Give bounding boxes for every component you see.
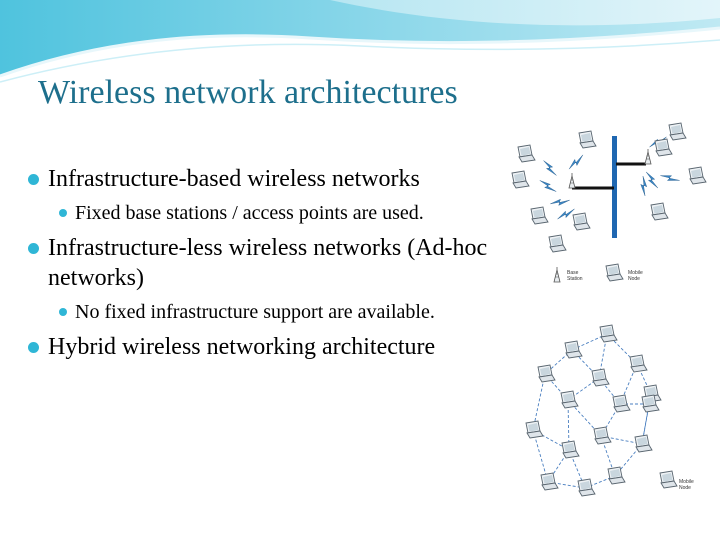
lightning-icon bbox=[660, 172, 680, 184]
adhoc-link bbox=[532, 429, 549, 483]
laptop-icon bbox=[530, 206, 549, 225]
adhoc-legend-mobile-node-line2: Node bbox=[679, 485, 691, 491]
sub-bullet-item: Fixed base stations / access points are … bbox=[55, 200, 496, 226]
bullet-dot-icon bbox=[28, 342, 39, 353]
laptop-icon bbox=[688, 166, 707, 185]
bullet-item: Infrastructure-based wireless networks bbox=[26, 164, 496, 194]
base-station-icon bbox=[568, 172, 576, 189]
lightning-icon bbox=[550, 193, 570, 211]
lightning-icon bbox=[568, 151, 584, 173]
laptop-icon bbox=[654, 138, 673, 157]
bullet-item: Hybrid wireless networking architecture bbox=[26, 332, 496, 362]
sub-bullet-item: No fixed infrastructure support are avai… bbox=[55, 299, 496, 325]
laptop-icon bbox=[607, 466, 626, 485]
sub-bullet-text: Fixed base stations / access points are … bbox=[75, 202, 424, 224]
laptop-icon bbox=[612, 394, 631, 413]
bullet-item: Infrastructure-less wireless networks (A… bbox=[26, 233, 496, 293]
laptop-icon bbox=[540, 472, 559, 491]
laptop-icon bbox=[564, 340, 583, 359]
laptop-icon bbox=[572, 212, 591, 231]
laptop-icon bbox=[605, 263, 624, 282]
base-station-icon bbox=[644, 148, 652, 165]
laptop-icon bbox=[659, 470, 678, 489]
legend-mobile-node-line1: Mobile bbox=[628, 270, 643, 276]
infrastructure-network-diagram: Base Station Mobile Node bbox=[511, 122, 707, 283]
lightning-icon bbox=[557, 204, 575, 224]
bullet-dot-icon bbox=[28, 243, 39, 254]
lightning-icon bbox=[538, 180, 558, 192]
backbone-wire bbox=[612, 136, 617, 238]
bullet-text: Infrastructure-less wireless networks (A… bbox=[48, 235, 488, 291]
laptop-icon bbox=[634, 434, 653, 453]
adhoc-legend-mobile-node-line1: Mobile bbox=[679, 479, 694, 485]
base-station-icon bbox=[553, 266, 561, 283]
laptop-icon bbox=[593, 426, 612, 445]
legend-base-station-line2: Station bbox=[567, 276, 583, 282]
laptop-icon bbox=[578, 130, 597, 149]
laptop-icon bbox=[560, 390, 579, 409]
laptop-icon bbox=[599, 324, 618, 343]
laptop-icon bbox=[511, 170, 530, 189]
laptop-icon bbox=[577, 478, 596, 497]
laptop-icon bbox=[650, 202, 669, 221]
sub-bullet-text: No fixed infrastructure support are avai… bbox=[75, 301, 435, 323]
lightning-icon bbox=[635, 176, 653, 196]
bullet-dot-icon bbox=[28, 174, 39, 185]
laptop-icon bbox=[525, 420, 544, 439]
lightning-icon bbox=[539, 160, 561, 176]
slide-title: Wireless network architectures bbox=[38, 74, 458, 111]
bullet-dot-icon bbox=[59, 308, 67, 316]
laptop-icon bbox=[548, 234, 567, 253]
adhoc-link bbox=[532, 373, 546, 431]
bullet-text: Infrastructure-based wireless networks bbox=[48, 166, 420, 192]
laptop-icon bbox=[591, 368, 610, 387]
bullet-text: Hybrid wireless networking architecture bbox=[48, 334, 436, 360]
laptop-icon bbox=[629, 354, 648, 373]
bullet-dot-icon bbox=[59, 209, 67, 217]
legend-base-station-line1: Base bbox=[567, 270, 579, 276]
laptop-icon bbox=[668, 122, 687, 141]
laptop-icon bbox=[561, 440, 580, 459]
header-wave bbox=[0, 0, 720, 83]
legend-mobile-node-line2: Node bbox=[628, 276, 640, 282]
bullet-list: Infrastructure-based wireless networks F… bbox=[26, 164, 496, 368]
adhoc-network-diagram: Mobile Node bbox=[525, 324, 694, 497]
laptop-icon bbox=[517, 144, 536, 163]
